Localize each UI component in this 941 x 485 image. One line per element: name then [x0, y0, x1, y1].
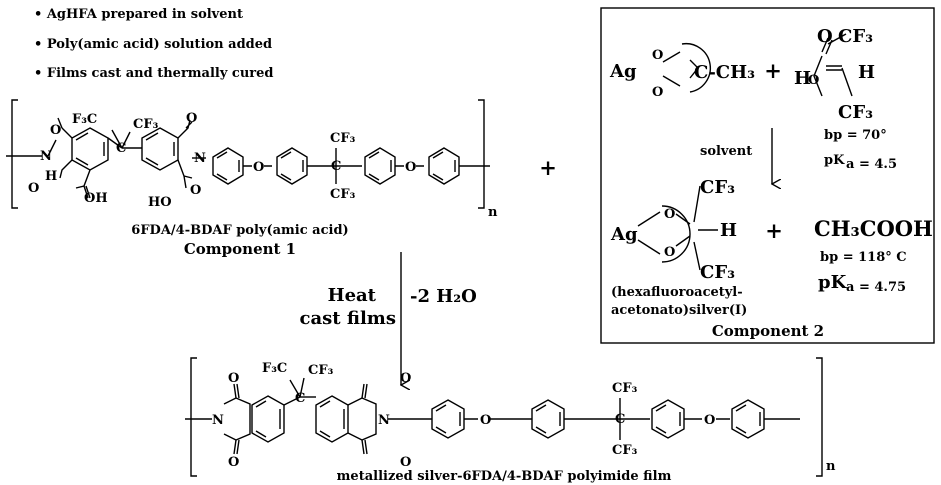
o-2: O	[652, 85, 663, 100]
p-cf3-top: CF₃	[612, 381, 638, 396]
repeat-n: n	[488, 205, 498, 220]
o-4: O	[664, 207, 675, 222]
solvent-label: solvent	[700, 144, 752, 159]
pka-2-p: pK	[818, 272, 848, 293]
pka-1-p: pK	[824, 153, 845, 168]
p-cf3: CF₃	[308, 363, 334, 378]
bp-1: bp = 70°	[824, 128, 887, 143]
step-1: • AgHFA prepared in solvent	[34, 7, 243, 22]
p-o-2: O	[228, 455, 239, 470]
pka-2-value: a = 4.75	[846, 280, 906, 295]
aromatic-ring-right	[141, 127, 179, 171]
product-name-line-2: acetonato)silver(I)	[611, 303, 747, 318]
h-1: H	[794, 68, 811, 89]
product-name-line-1: (hexafluoroacetyl-	[611, 285, 743, 300]
label-n-1: N	[40, 149, 52, 164]
acetic-acid: CH₃COOH	[814, 216, 933, 241]
cf3-bottom: CF₃	[838, 102, 873, 123]
water-loss-label: -2 H₂O	[410, 286, 477, 307]
label-f3c: F₃C	[72, 112, 97, 127]
o-5: O	[664, 245, 675, 260]
component-1-structure	[6, 99, 490, 209]
central-c: C	[116, 141, 126, 156]
p-repeat-n: n	[826, 459, 836, 474]
label-c: C	[331, 159, 341, 174]
o-carbonyl: O	[817, 26, 833, 47]
step-3: • Films cast and thermally cured	[34, 66, 274, 81]
cast-films-label: cast films	[300, 308, 396, 329]
p-c: C	[295, 391, 305, 406]
p-f3c: F₃C	[262, 361, 287, 376]
label-o-6: O	[405, 160, 416, 175]
product-name: metallized silver-6FDA/4-BDAF polyimide …	[337, 469, 672, 484]
plus-3: +	[765, 218, 783, 243]
bp-2: bp = 118° C	[820, 250, 907, 265]
label-o-2: O	[28, 181, 39, 196]
step-2: • Poly(amic acid) solution added	[34, 37, 272, 52]
h-2: H	[858, 62, 875, 83]
component-2-box: Ag O O C-CH₃ + CF₃ O H O H CF₃ bp = 70° …	[600, 7, 935, 344]
p-c-2: C	[615, 412, 625, 427]
cf3-3: CF₃	[700, 177, 735, 198]
component-1-name: 6FDA/4-BDAF poly(amic acid)	[131, 223, 348, 238]
label-h: H	[45, 169, 57, 184]
component-2-label: Component 2	[712, 322, 824, 340]
o-3: O	[808, 73, 819, 88]
component-1-atoms: F₃C F₃C CF₃ C O N H O OH O N HO O O CF₃ …	[28, 111, 498, 220]
p-n-2: N	[378, 413, 390, 428]
label-n-2: N	[194, 151, 206, 166]
h-3: H	[720, 220, 737, 241]
label-cf3-top: CF₃	[330, 131, 356, 146]
p-cf3-bottom: CF₃	[612, 443, 638, 458]
cf3-top: CF₃	[838, 26, 873, 47]
acetate-c: C-CH₃	[694, 62, 755, 83]
label-o-4: O	[190, 183, 201, 198]
o-1: O	[652, 48, 663, 63]
p-o-1: O	[228, 371, 239, 386]
product-atoms: F₃C CF₃ C O N O O N O O CF₃ C CF₃ O n	[212, 361, 836, 474]
p-o-4: O	[400, 455, 411, 470]
ag-2: Ag	[610, 224, 638, 245]
label-oh: OH	[84, 191, 108, 206]
cf3-4: CF₃	[700, 262, 735, 283]
process-steps: • AgHFA prepared in solvent • Poly(amic …	[34, 7, 274, 81]
right-bracket	[478, 99, 485, 209]
p-n-1: N	[212, 413, 224, 428]
pka-1-value: a = 4.5	[846, 157, 897, 172]
p-o-3: O	[400, 371, 411, 386]
label-o-5: O	[253, 160, 264, 175]
label-o-3: O	[186, 111, 197, 126]
product-structure	[185, 357, 823, 477]
p-o-6: O	[704, 413, 715, 428]
ag-1: Ag	[609, 61, 637, 82]
left-bracket	[11, 99, 18, 209]
plus-2: +	[764, 58, 782, 83]
label-cf3: CF₃	[133, 117, 159, 132]
aromatic-ring-left	[71, 127, 109, 171]
label-o-1: O	[50, 123, 61, 138]
label-cf3-bottom: CF₃	[330, 187, 356, 202]
p-o-5: O	[480, 413, 491, 428]
label-ho: HO	[148, 195, 172, 210]
component-1-label: Component 1	[184, 240, 296, 258]
heat-label: Heat	[328, 285, 377, 306]
plus-sign: +	[539, 155, 557, 180]
